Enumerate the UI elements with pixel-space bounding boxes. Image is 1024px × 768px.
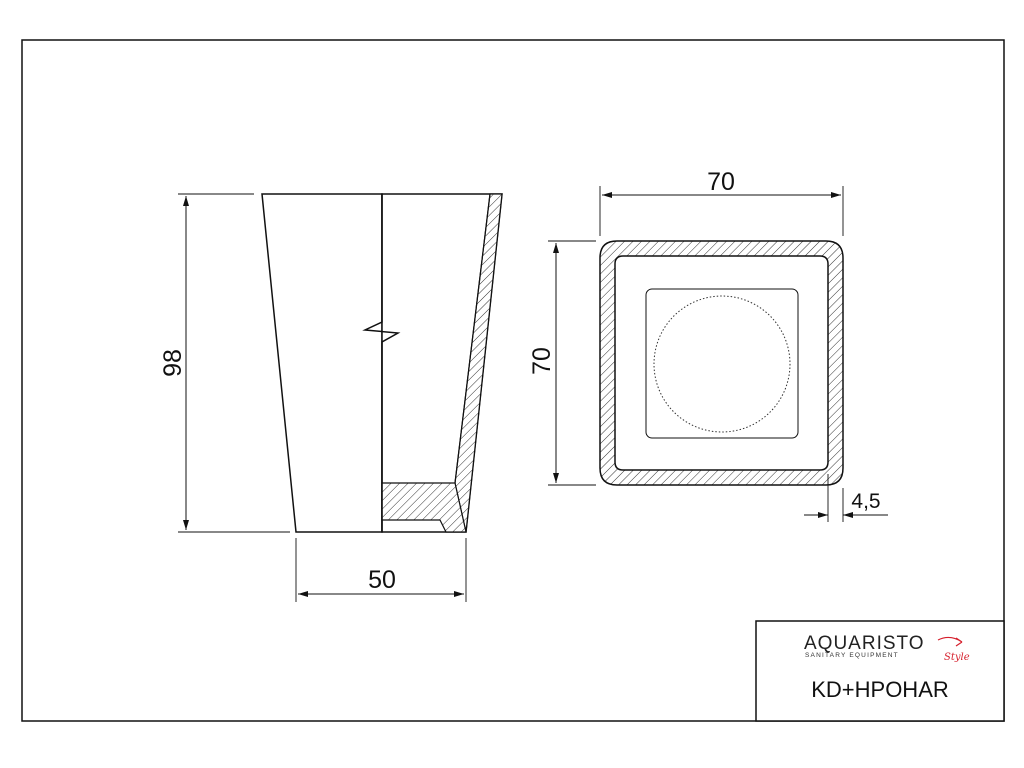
inner-bottom-square xyxy=(645,288,799,439)
height-dimension: 98 xyxy=(159,193,290,533)
top-width-dimension: 70 xyxy=(599,168,844,236)
inner-wall-line xyxy=(454,193,491,484)
top-width-label: 70 xyxy=(707,168,735,196)
drawing-frame xyxy=(21,39,1005,722)
drain-circle xyxy=(653,295,791,433)
top-view xyxy=(599,240,844,486)
wall-thickness-dimension: 4,5 xyxy=(804,474,888,522)
break-line xyxy=(362,194,401,532)
brand-logo: AQUARISTO SANITARY EQUIPMENT Style xyxy=(804,633,970,663)
brand-swoosh-icon xyxy=(937,636,963,647)
side-view xyxy=(261,193,503,533)
side-height-label: 70 xyxy=(528,347,556,375)
brand-subtitle: SANITARY EQUIPMENT xyxy=(805,652,899,659)
brand-name: AQUARISTO xyxy=(804,633,925,654)
brand-style: Style xyxy=(944,652,970,663)
wall-thickness-label: 4,5 xyxy=(851,490,880,513)
title-block-frame xyxy=(755,620,1005,722)
side-view-outer-half xyxy=(261,193,383,533)
model-number: KD+HPOHAR xyxy=(811,677,949,702)
height-dimension-label: 98 xyxy=(159,349,187,377)
side-height-dimension: 70 xyxy=(528,240,596,486)
bottom-width-label: 50 xyxy=(368,566,396,594)
bottom-width-dimension: 50 xyxy=(295,538,467,602)
top-view-wall-hatch xyxy=(599,240,844,486)
title-block: AQUARISTO SANITARY EQUIPMENT Style KD+HP… xyxy=(755,620,1005,722)
